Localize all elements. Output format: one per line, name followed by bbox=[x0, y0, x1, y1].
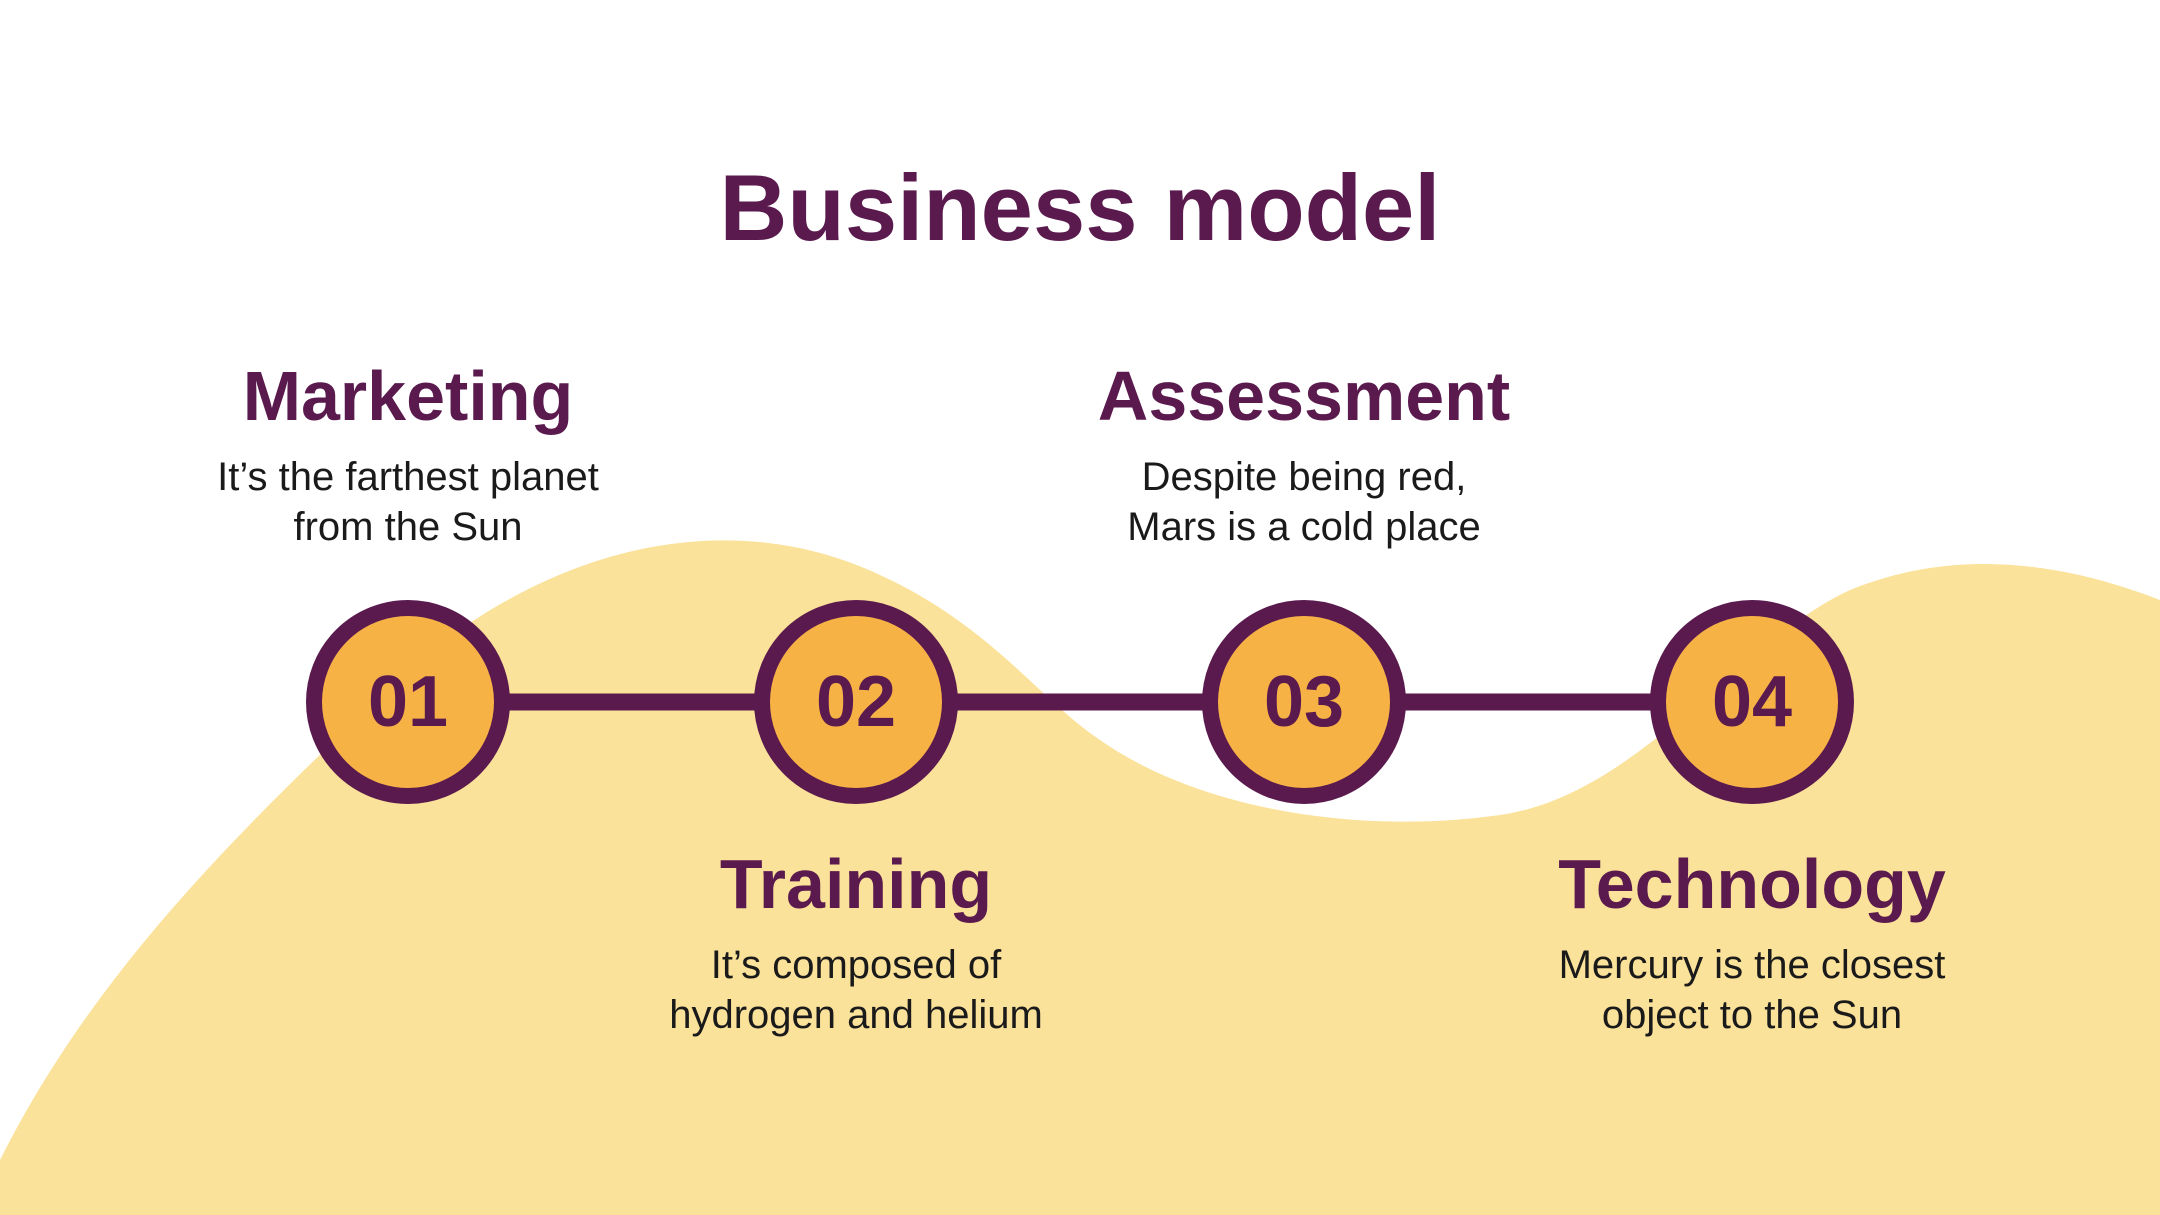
step-number-02: 02 bbox=[815, 662, 897, 742]
step-circle-01: 01 bbox=[306, 600, 510, 804]
page-title: Business model bbox=[719, 155, 1441, 260]
step-description-marketing: It’s the farthest planet from the Sun bbox=[217, 455, 599, 549]
step-title-marketing: Marketing bbox=[242, 357, 574, 435]
step-description-technology: Mercury is the closest object to the Sun bbox=[1558, 943, 1946, 1037]
step-number-01: 01 bbox=[367, 662, 449, 742]
step-number-03: 03 bbox=[1263, 662, 1345, 742]
step-title-technology: Technology bbox=[1558, 845, 1946, 923]
step-number-04: 04 bbox=[1711, 662, 1793, 742]
step-description-assessment: Despite being red, Mars is a cold place bbox=[1127, 455, 1481, 549]
step-circle-03: 03 bbox=[1202, 600, 1406, 804]
step-circle-02: 02 bbox=[754, 600, 958, 804]
step-title-assessment: Assessment bbox=[1097, 357, 1511, 435]
step-title-training: Training bbox=[719, 845, 993, 923]
step-circle-04: 04 bbox=[1650, 600, 1854, 804]
step-description-training: It’s composed of hydrogen and helium bbox=[669, 943, 1043, 1037]
